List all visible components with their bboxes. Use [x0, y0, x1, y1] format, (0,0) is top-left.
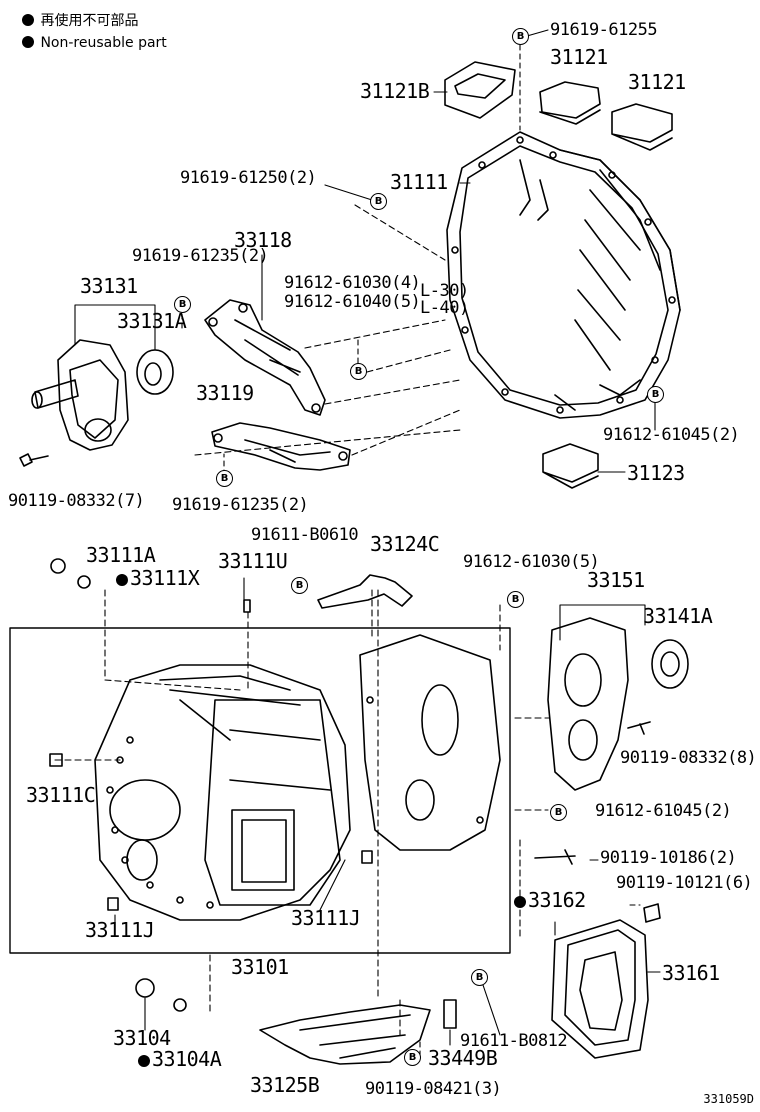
bolt-marker-icon: B [350, 363, 367, 380]
non-reusable-marker-icon [22, 14, 34, 26]
bolt-marker-icon: B [404, 1049, 421, 1066]
part-label: 90119-08421(3) [365, 1079, 502, 1099]
bolt-marker-icon: B [471, 969, 488, 986]
oil-receiver-drawing [259, 1004, 431, 1065]
part-label: 33131A [117, 309, 187, 333]
part-label: 91612-61045(2) [595, 801, 732, 821]
part-label: 33124C [370, 532, 440, 556]
part-label-non-reusable: 33111X [116, 568, 200, 588]
part-label: 90119-10186(2) [600, 848, 737, 868]
part-label: 31121 [550, 45, 608, 69]
extension-housing-drawing [547, 617, 689, 791]
bolt-marker-icon: B [174, 296, 191, 313]
part-label: 91619-61250(2) [180, 168, 317, 188]
legend-japanese-text: 再使用不可部品 [40, 13, 139, 29]
part-label: 90119-08332(8) [620, 748, 757, 768]
part-label: 33131 [80, 274, 138, 298]
bolt-marker-icon: B [216, 470, 233, 487]
part-label: 33119 [196, 381, 254, 405]
part-label: 90119-08332(7) [8, 491, 145, 511]
part-label: 33101 [231, 955, 289, 979]
part-label: 31111 [390, 170, 448, 194]
transmission-case-frame [9, 627, 511, 954]
bolt-marker-icon: B [370, 193, 387, 210]
part-label: 33111J [291, 906, 361, 930]
bracket-33124c-drawing [317, 574, 413, 609]
retainer-33131-drawing [31, 339, 174, 451]
bolt-marker-icon: B [647, 386, 664, 403]
part-label: 31121 [628, 70, 686, 94]
bracket-33119-drawing [211, 422, 351, 471]
part-label: 33111J [85, 918, 155, 942]
diagram-code: 331059D [703, 1092, 754, 1106]
non-reusable-marker-icon [116, 574, 128, 586]
part-label: 33104 [113, 1026, 171, 1050]
part-label: 91612-61045(2) [603, 425, 740, 445]
clutch-housing-drawing [446, 131, 681, 419]
bracket-33118-drawing [204, 299, 326, 416]
non-reusable-marker-icon [138, 1055, 150, 1067]
legend-english-text: Non-reusable part [40, 35, 167, 51]
part-label: 90119-10121(6) [616, 873, 753, 893]
bolt-marker-icon: B [512, 28, 529, 45]
small-parts-drawing [49, 558, 457, 1029]
part-label: 33161 [662, 961, 720, 985]
leader-lines [54, 29, 661, 1056]
part-label: 33118 [234, 228, 292, 252]
part-label: 91611-B0812 [460, 1031, 568, 1051]
bolt-marker-icon: B [507, 591, 524, 608]
part-label: 91611-B0610 [251, 525, 359, 545]
part-label: 91612-61030(4) [284, 273, 421, 293]
non-reusable-marker-icon [22, 36, 34, 48]
part-label: 91612-61040(5) [284, 292, 421, 312]
cover-drawings [444, 61, 673, 489]
legend-line-1: 再使用不可部品 [22, 14, 138, 28]
part-label: 33111A [86, 543, 156, 567]
part-label: 33125B [250, 1073, 320, 1097]
part-label: L-30) [420, 281, 469, 301]
bolt-marker-icon: B [550, 804, 567, 821]
non-reusable-marker-icon [514, 896, 526, 908]
part-label: 33111C [26, 783, 96, 807]
part-label: 91612-61030(5) [463, 552, 600, 572]
legend-line-2: Non-reusable part [22, 36, 167, 50]
part-label: 33151 [587, 568, 645, 592]
part-label: 33111U [218, 549, 288, 573]
part-label: 91619-61235(2) [132, 246, 269, 266]
part-label: 33141A [643, 604, 713, 628]
part-label: L-40) [420, 298, 469, 318]
bolt-marker-icon: B [291, 577, 308, 594]
transmission-case-drawing [94, 634, 501, 921]
part-label: 91619-61235(2) [172, 495, 309, 515]
part-label: 31123 [627, 461, 685, 485]
part-label-non-reusable: 33162 [514, 890, 586, 910]
part-label: 33449B [428, 1046, 498, 1070]
part-label-non-reusable: 33104A [138, 1049, 222, 1069]
cover-33161-drawing [534, 849, 661, 1059]
bolt-drawing [19, 453, 49, 467]
part-label: 91619-61255 [550, 20, 658, 40]
part-label: 31121B [360, 79, 430, 103]
